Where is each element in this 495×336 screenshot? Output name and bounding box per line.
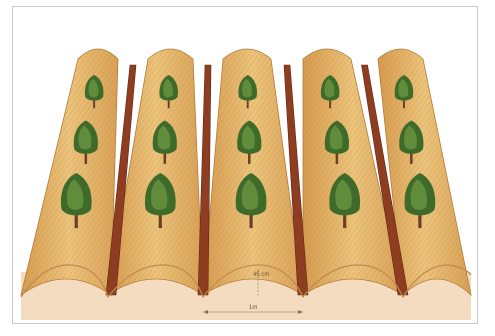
raised-bed-illustration: 45 cm 1m (13, 7, 479, 325)
raised-beds (21, 49, 471, 295)
bed-1-texture (21, 49, 118, 295)
width-dimension-label: 1m (249, 305, 257, 311)
figure-frame: 45 cm 1m (12, 6, 478, 324)
height-dimension-label: 45 cm (253, 272, 269, 278)
